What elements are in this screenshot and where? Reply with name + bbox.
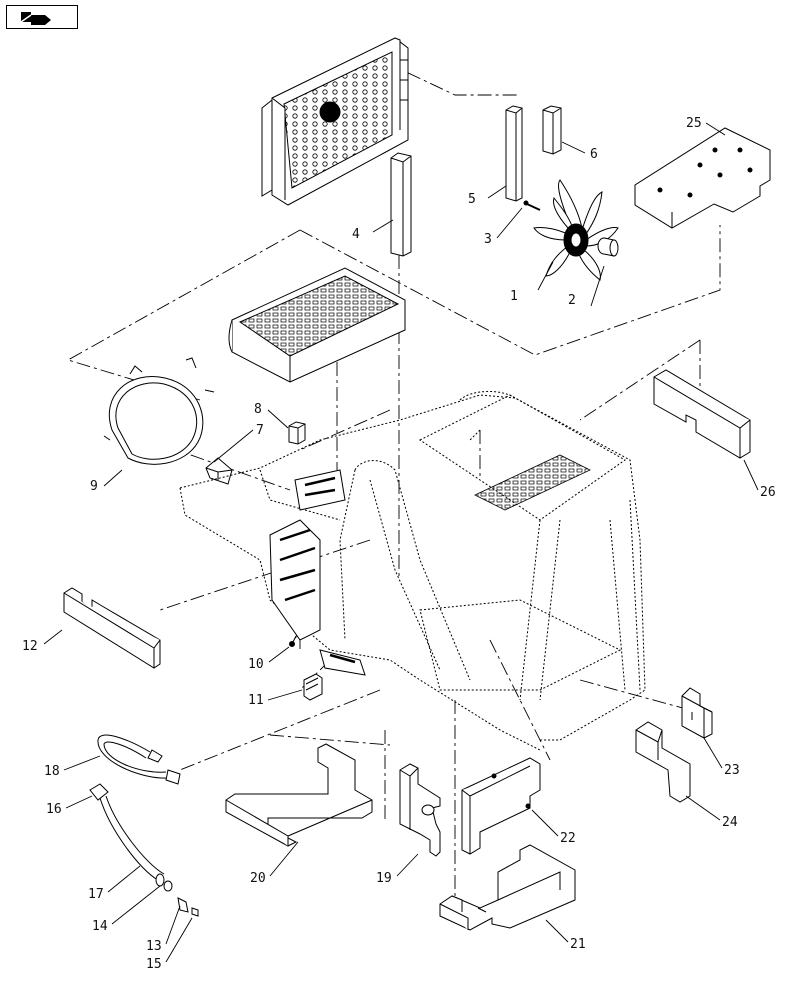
callout-21: 21 — [570, 937, 586, 952]
callout-22: 22 — [560, 831, 576, 846]
callout-17: 17 — [88, 887, 104, 902]
part-16-17-fitting-hose — [89, 783, 199, 917]
callout-7: 7 — [256, 423, 264, 438]
part-20-plate — [225, 743, 373, 847]
part-2-hub — [597, 237, 619, 257]
callout-5: 5 — [468, 192, 476, 207]
part-24-panel — [635, 721, 691, 803]
frame-vent — [474, 454, 591, 511]
part-18-hose — [97, 734, 181, 785]
callout-4: 4 — [352, 227, 360, 242]
part-22-panel — [461, 757, 541, 855]
callout-24: 24 — [722, 815, 738, 830]
callout-10: 10 — [248, 657, 264, 672]
part-23-blocks — [681, 687, 713, 739]
rear-grille-assembly — [261, 37, 409, 206]
part-19-bracket — [399, 763, 441, 857]
main-frame — [179, 391, 646, 751]
part-7-wedge — [205, 457, 233, 485]
part-21-tray — [439, 844, 576, 931]
part-3-bolt — [523, 200, 541, 211]
callout-13: 13 — [146, 939, 162, 954]
callout-labels: 1 2 3 4 5 6 7 8 9 10 11 12 13 14 15 16 1… — [22, 116, 776, 972]
callout-2: 2 — [568, 293, 576, 308]
part-10-bolt — [289, 635, 297, 647]
part-26-panel — [653, 369, 751, 459]
part-8-block — [288, 421, 306, 445]
valve-block — [269, 469, 366, 676]
part-25-plate — [634, 127, 771, 229]
back-arrow-icon — [20, 12, 51, 25]
callout-11: 11 — [248, 693, 264, 708]
callout-8: 8 — [254, 402, 262, 417]
leader-lines — [43, 122, 759, 963]
part-5-foam-block — [505, 105, 523, 202]
callout-1: 1 — [510, 289, 518, 304]
callout-18: 18 — [44, 764, 60, 779]
callout-16: 16 — [46, 802, 62, 817]
part-6-foam-block — [542, 105, 562, 155]
callout-19: 19 — [376, 871, 392, 886]
back-button[interactable] — [6, 5, 78, 29]
part-1-fan — [533, 179, 619, 281]
callout-12: 12 — [22, 639, 38, 654]
callout-6: 6 — [590, 147, 598, 162]
assembly-lines — [66, 61, 721, 900]
callout-20: 20 — [250, 871, 266, 886]
callout-15: 15 — [146, 957, 162, 972]
perforated-top-cover — [228, 267, 406, 383]
callout-26: 26 — [760, 485, 776, 500]
callout-3: 3 — [484, 232, 492, 247]
part-4-foam-block — [390, 152, 412, 257]
callout-9: 9 — [90, 479, 98, 494]
part-9-fan-shroud — [103, 357, 215, 465]
part-11-plate — [303, 673, 323, 701]
callout-25: 25 — [686, 116, 702, 131]
callout-23: 23 — [724, 763, 740, 778]
callout-14: 14 — [92, 919, 108, 934]
part-12-panel — [63, 587, 161, 669]
